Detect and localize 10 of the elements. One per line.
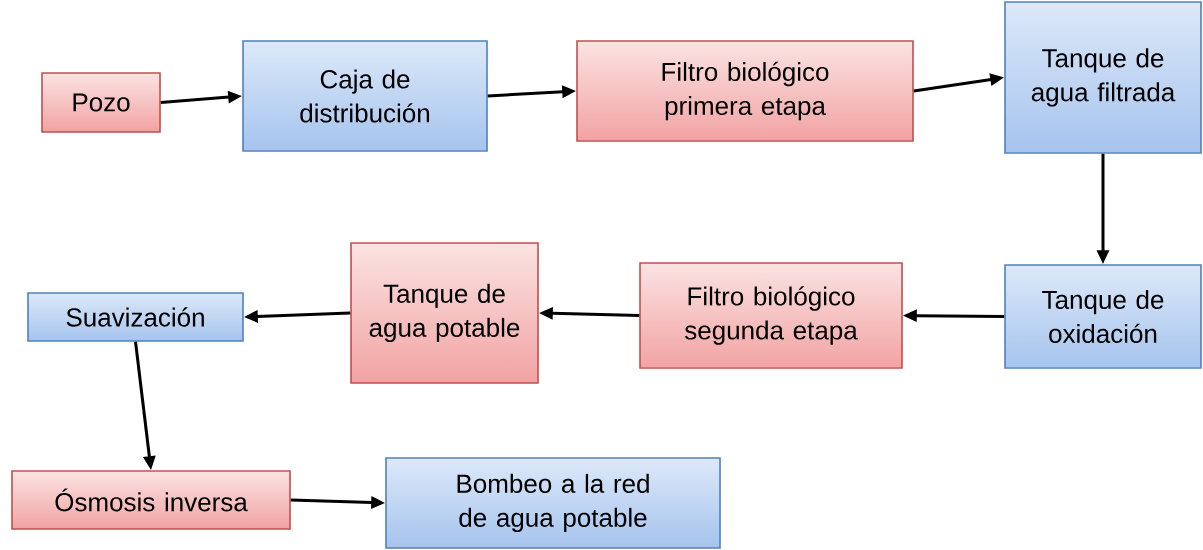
process-box: Tanque de oxidación: [1004, 264, 1202, 369]
process-box: Filtro biológico segunda etapa: [639, 262, 903, 369]
process-box: Ósmosis inversa: [11, 470, 291, 530]
process-box: Tanque de agua potable: [350, 242, 539, 384]
process-box: Suavización: [27, 292, 244, 342]
process-box: Caja de distribución: [242, 40, 488, 152]
process-box: Tanque de agua filtrada: [1004, 1, 1202, 154]
process-box: Pozo: [41, 72, 161, 133]
process-box: Filtro biológico primera etapa: [576, 40, 914, 142]
process-box: Bombeo a la red de agua potable: [385, 457, 721, 549]
